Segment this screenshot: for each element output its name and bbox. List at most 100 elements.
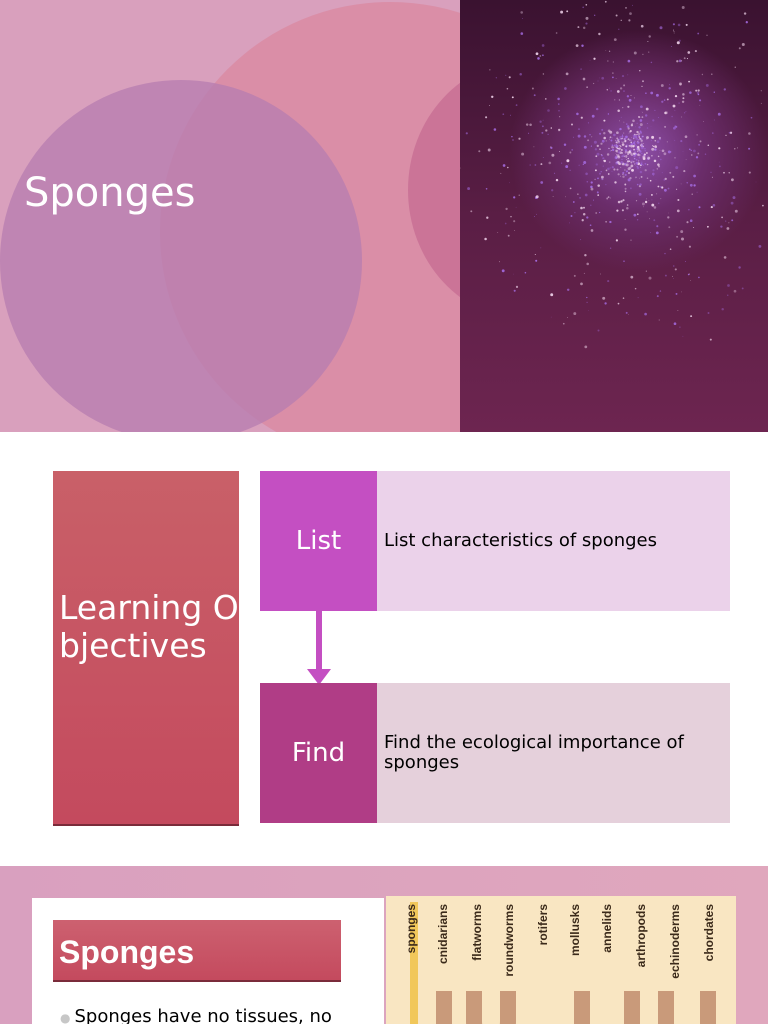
particle: [619, 87, 623, 90]
particle: [636, 148, 638, 150]
particle: [633, 152, 635, 154]
particle: [522, 18, 523, 19]
particle: [647, 40, 649, 42]
particle: [607, 280, 610, 283]
particle: [597, 194, 600, 196]
particle: [748, 132, 751, 135]
particle: [681, 291, 682, 293]
particle: [712, 132, 714, 134]
particle: [501, 269, 505, 273]
particle: [528, 132, 530, 134]
particle: [560, 10, 564, 14]
particle: [614, 181, 617, 184]
particle: [625, 152, 627, 154]
particle: [635, 145, 637, 147]
particle: [640, 150, 642, 152]
particle: [622, 107, 624, 109]
particle: [617, 302, 620, 305]
particle: [693, 149, 696, 153]
particle: [655, 231, 659, 235]
particle: [673, 277, 674, 279]
particle: [635, 159, 638, 161]
particle: [681, 116, 683, 118]
particle: [646, 198, 648, 200]
particle: [682, 97, 685, 100]
particle: [622, 175, 625, 178]
particle: [642, 53, 644, 56]
particle: [732, 196, 736, 200]
particle: [618, 28, 620, 30]
particle: [698, 143, 701, 146]
particle: [628, 138, 631, 140]
particle: [609, 130, 613, 134]
particle: [587, 139, 590, 142]
particle: [624, 140, 627, 143]
particle: [729, 131, 733, 134]
branch-lines-right: [574, 991, 716, 1024]
particle: [659, 26, 663, 30]
particle: [650, 180, 652, 182]
particle: [618, 147, 621, 150]
particle: [635, 161, 639, 165]
particle: [533, 146, 535, 148]
particle: [636, 130, 639, 134]
particle: [699, 104, 701, 106]
particle: [623, 260, 625, 262]
particle: [572, 136, 574, 138]
particle: [626, 125, 630, 128]
step-find-label: Find: [260, 683, 377, 823]
particle: [628, 19, 631, 22]
particle: [581, 44, 584, 48]
particle: [723, 171, 725, 174]
particle: [748, 171, 751, 174]
particle: [617, 109, 620, 112]
particle: [615, 161, 617, 164]
particle: [659, 290, 662, 292]
particle: [631, 161, 633, 163]
particle: [574, 212, 576, 214]
particle: [687, 51, 691, 54]
particle: [534, 164, 537, 166]
particle: [604, 0, 607, 3]
particle: [627, 178, 631, 182]
particle: [609, 220, 612, 224]
particle: [594, 14, 596, 16]
particle: [596, 144, 599, 148]
particle: [628, 98, 632, 102]
particle: [656, 193, 658, 195]
particle: [511, 96, 514, 99]
particle: [594, 169, 597, 172]
particle: [621, 143, 625, 146]
particle: [488, 104, 490, 106]
particle: [585, 172, 588, 176]
particle: [762, 204, 764, 207]
particle: [637, 140, 639, 143]
particle: [460, 167, 462, 169]
particle: [663, 188, 667, 192]
particle: [652, 169, 655, 172]
particle: [486, 216, 489, 219]
particle: [513, 220, 516, 223]
particle: [525, 123, 529, 126]
particle: [569, 187, 572, 190]
particle: [621, 140, 623, 142]
particle: [615, 77, 617, 79]
particle: [505, 207, 508, 211]
particle: [672, 23, 675, 26]
particle: [637, 138, 640, 141]
particle: [674, 110, 676, 111]
particle: [597, 177, 599, 180]
particle: [627, 157, 629, 160]
particle: [659, 185, 662, 188]
particle: [608, 87, 610, 89]
particle: [541, 125, 544, 128]
particle: [697, 32, 700, 35]
particle: [625, 311, 628, 314]
particle: [614, 99, 616, 101]
particle: [611, 149, 613, 151]
particle: [641, 152, 643, 154]
particle: [628, 159, 630, 161]
particle: [657, 202, 660, 205]
particle: [633, 148, 635, 151]
